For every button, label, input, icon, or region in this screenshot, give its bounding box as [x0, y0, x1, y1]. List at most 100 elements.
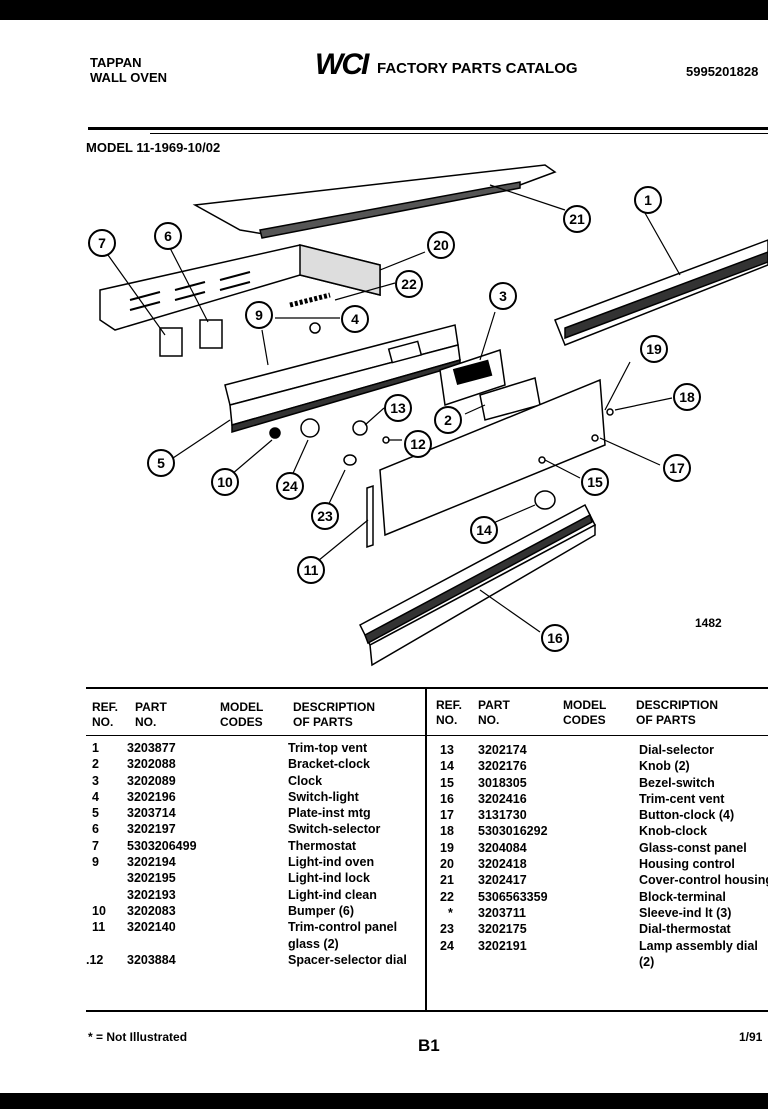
table-cell: 7 [92, 838, 99, 853]
svg-text:17: 17 [669, 460, 685, 476]
table-top-rule [86, 687, 768, 689]
svg-text:19: 19 [646, 341, 662, 357]
svg-text:20: 20 [433, 237, 449, 253]
table-cell: Knob (2) [639, 759, 690, 774]
callout-9: 9 [245, 301, 273, 329]
table-cell: 11 [92, 920, 106, 935]
table-cell: Bracket-clock [288, 757, 370, 772]
table-cell: 3202191 [478, 938, 527, 953]
exploded-parts-diagram: 1 2 3 4 5 6 7 9 10 11 12 13 14 15 16 17 … [88, 164, 768, 667]
svg-text:2: 2 [444, 412, 452, 428]
table-bottom-rule [86, 1010, 768, 1012]
table-cell [127, 936, 197, 952]
bottom-border [0, 1093, 768, 1109]
table-cell: Cover-control housing [639, 873, 768, 888]
callout-23: 23 [311, 502, 339, 530]
table-cell: 18 [440, 824, 454, 839]
table-header-rule [86, 735, 768, 736]
table-cell: 3202417 [478, 873, 527, 888]
table-cell [92, 870, 106, 886]
callout-4: 4 [341, 305, 369, 333]
table-cell: 3202174 [478, 743, 527, 757]
callout-18: 18 [673, 383, 701, 411]
table-cell: 3 [92, 773, 99, 788]
table-cell: 3202418 [478, 857, 527, 872]
table-cell: Trim-control panel [288, 920, 398, 935]
catalog-title: FACTORY PARTS CATALOG [377, 60, 578, 77]
table-cell: 2 [92, 757, 99, 772]
svg-text:7: 7 [98, 235, 106, 251]
table-cell: Spacer-selector dial [288, 952, 407, 967]
svg-text:13: 13 [390, 400, 406, 416]
svg-text:3: 3 [499, 288, 507, 304]
header-rule-thin [150, 133, 768, 134]
table-cell: 9 [92, 855, 99, 870]
table-cell: Bezel-switch [639, 775, 715, 790]
svg-text:12: 12 [410, 436, 426, 452]
callout-10: 10 [211, 468, 239, 496]
table-cell: 1 [92, 741, 99, 755]
callout-11: 11 [297, 556, 325, 584]
right-part-column: 3202174 3202176 3018305 3202416 3131730 … [478, 742, 548, 970]
table-cell: 3204084 [478, 840, 527, 855]
svg-text:22: 22 [401, 276, 417, 292]
product-type: WALL OVEN [90, 70, 168, 85]
callout-1: 1 [634, 186, 662, 214]
left-desc-column: Trim-top vent Bracket-clock Clock Switch… [288, 740, 407, 968]
callout-17: 17 [663, 454, 691, 482]
table-cell: 10 [92, 903, 106, 918]
table-cell: Block-terminal [639, 889, 726, 904]
table-cell: Button-clock (4) [639, 808, 735, 823]
table-cell: Switch-light [288, 789, 359, 804]
table-cell: 3202140 [127, 920, 176, 935]
table-cell [440, 954, 454, 970]
callout-3: 3 [489, 282, 517, 310]
footnote: * = Not Illustrated [88, 1030, 188, 1044]
table-cell: 3202088 [127, 757, 176, 772]
callout-22: 22 [395, 270, 423, 298]
table-cell: 3202083 [127, 903, 176, 918]
table-cell: 17 [440, 808, 454, 823]
table-cell: 14 [440, 759, 454, 774]
table-cell: Glass-const panel [639, 840, 747, 855]
callout-15: 15 [581, 468, 609, 496]
svg-text:18: 18 [679, 389, 695, 405]
table-cell: 15 [440, 775, 454, 790]
svg-text:21: 21 [569, 211, 585, 227]
table-cell: 3203711 [478, 905, 526, 920]
right-desc-column: Dial-selector Knob (2) Bezel-switch Trim… [639, 742, 768, 970]
svg-text:6: 6 [164, 228, 172, 244]
svg-text:11: 11 [304, 562, 319, 578]
table-cell: 5303016292 [478, 824, 548, 839]
table-cell: 24 [440, 938, 454, 953]
catalog-number: 5995201828 [686, 64, 759, 79]
left-part-column: 3203877 3202088 3202089 3202196 3203714 … [127, 740, 197, 968]
callout-5: 5 [147, 449, 175, 477]
table-cell: Switch-selector [288, 822, 381, 837]
right-ref-column: 13 14 15 16 17 18 19 20 21 22 * 23 24 [440, 742, 454, 970]
svg-text:23: 23 [317, 508, 333, 524]
table-cell: .12 [86, 952, 104, 967]
callout-14: 14 [470, 516, 498, 544]
table-cell: 3131730 [478, 808, 527, 823]
table-cell: Clock [288, 773, 323, 788]
callout-24: 24 [276, 472, 304, 500]
callout-2: 2 [434, 406, 462, 434]
table-cell: Housing control [639, 857, 735, 872]
svg-text:5: 5 [157, 455, 165, 471]
header-rule [88, 127, 768, 130]
table-cell: Light-ind lock [288, 871, 370, 886]
svg-text:1: 1 [644, 192, 652, 208]
table-cell: glass (2) [288, 936, 339, 951]
table-cell: 19 [440, 840, 454, 855]
table-cell: 3202197 [127, 822, 176, 837]
table-cell: * [448, 905, 453, 920]
table-cell: 4 [92, 789, 99, 804]
svg-text:10: 10 [217, 474, 233, 490]
table-cell: 3203714 [127, 806, 176, 821]
